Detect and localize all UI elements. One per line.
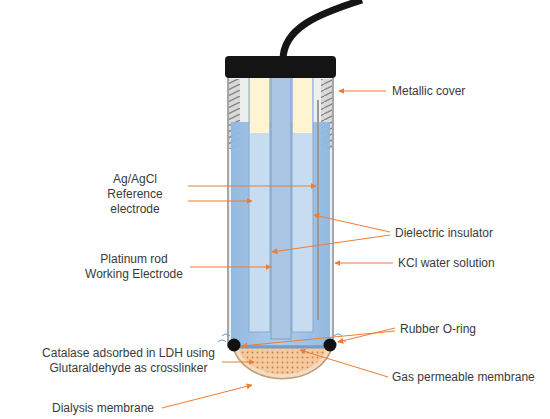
insulator-top (293, 78, 312, 133)
enzyme-layer (238, 347, 327, 374)
part-label: Ag/AgCl Reference electrode (85, 172, 185, 217)
tube-body (228, 77, 333, 347)
part-label: Dialysis membrane (52, 401, 154, 416)
part-label: Platinum rod Working Electrode (82, 252, 186, 282)
insulator (249, 77, 270, 332)
part-label: Gas permeable membrane (392, 370, 535, 385)
o-ring (228, 339, 241, 352)
reference-wire (317, 100, 319, 320)
part-label: Rubber O-ring (400, 322, 476, 337)
part-label: KCl water solution (398, 256, 495, 271)
cap (225, 56, 336, 78)
platinum-rod (271, 77, 291, 339)
insulator-top (250, 78, 269, 133)
part-label: Catalase adsorbed in LDH using Glutarald… (36, 346, 221, 376)
insulator (292, 77, 313, 332)
leader-lines (162, 91, 395, 408)
gas-permeable-membrane (236, 346, 329, 349)
part-label: Dielectric insulator (395, 226, 493, 241)
o-ring (324, 339, 337, 352)
cable (283, 0, 362, 60)
part-label: Metallic cover (392, 84, 465, 99)
